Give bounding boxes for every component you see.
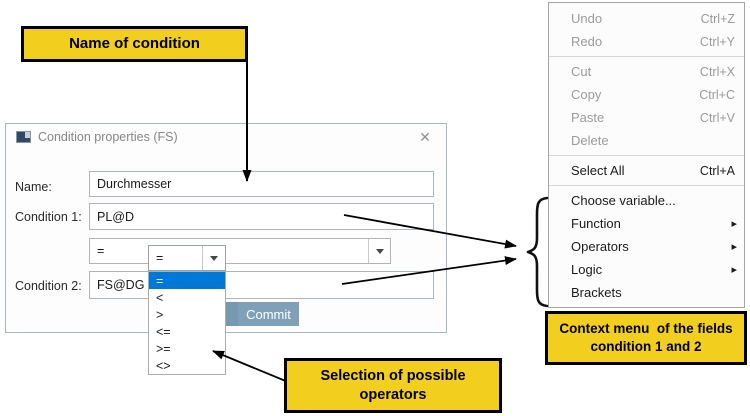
menu-item-copy: Copy Ctrl+C <box>549 83 744 106</box>
dialog-title: Condition properties (FS) <box>38 130 178 144</box>
curly-brace <box>526 196 549 308</box>
callout-operators-line2: operators <box>359 386 427 403</box>
menu-item-redo: Redo Ctrl+Y <box>549 30 744 53</box>
operator-option[interactable]: <> <box>156 358 171 373</box>
menu-item-label: Brackets <box>571 285 622 300</box>
menu-shortcut: Ctrl+C <box>699 87 735 102</box>
combo-open-dropdown-button[interactable] <box>202 246 225 270</box>
submenu-arrow-icon: ▸ <box>731 264 737 276</box>
menu-item-label: Paste <box>571 110 605 125</box>
operator-combo-value: = <box>97 244 105 258</box>
menu-item-undo: Undo Ctrl+Z <box>549 7 744 30</box>
condition1-input[interactable] <box>89 203 434 230</box>
menu-item-label: Copy <box>571 87 602 102</box>
callout-context-line1: Context menu of the fields <box>559 321 733 337</box>
condition2-input[interactable] <box>89 271 434 299</box>
menu-item-function[interactable]: Function ▸ <box>549 212 744 235</box>
callout-context-menu: Context menu of the fields condition 1 a… <box>545 311 747 365</box>
menu-item-choose-variable[interactable]: Choose variable... <box>549 189 744 212</box>
menu-item-label: Redo <box>571 34 603 49</box>
menu-item-delete: Delete <box>549 129 744 152</box>
menu-shortcut: Ctrl+X <box>699 64 735 79</box>
operator-option[interactable]: > <box>156 307 164 322</box>
menu-separator <box>549 155 744 156</box>
operator-option[interactable]: = <box>149 272 225 289</box>
menu-shortcut: Ctrl+Y <box>699 34 735 49</box>
menu-item-label: Cut <box>571 64 592 79</box>
menu-item-select-all[interactable]: Select All Ctrl+A <box>549 159 744 182</box>
dialog-titlebar: Condition properties (FS) ✕ <box>6 124 446 150</box>
menu-shortcut: Ctrl+V <box>699 110 735 125</box>
context-menu: Undo Ctrl+Z Redo Ctrl+Y Cut Ctrl+X Copy Ctrl+C P… <box>548 2 745 308</box>
chevron-down-icon <box>375 248 384 254</box>
callout-context-line2: condition 1 and 2 <box>590 339 702 354</box>
callout-name-of-condition: Name of condition <box>21 26 248 62</box>
menu-separator <box>549 56 744 57</box>
callout-name-text: Name of condition <box>69 35 200 53</box>
operator-option[interactable]: <= <box>156 324 171 339</box>
menu-item-logic[interactable]: Logic ▸ <box>549 258 744 281</box>
condition1-label: Condition 1: <box>15 210 82 224</box>
submenu-arrow-icon: ▸ <box>731 218 737 230</box>
condition2-label: Condition 2: <box>15 279 82 293</box>
menu-item-label: Choose variable... <box>571 193 676 208</box>
operator-option[interactable]: >= <box>156 341 171 356</box>
submenu-arrow-icon: ▸ <box>731 241 737 253</box>
menu-item-brackets[interactable]: Brackets <box>549 281 744 304</box>
operator-options-list: =<><=>=<> <box>148 271 226 375</box>
menu-separator <box>549 185 744 186</box>
menu-shortcut: Ctrl+A <box>699 163 735 178</box>
menu-item-operators[interactable]: Operators ▸ <box>549 235 744 258</box>
chevron-down-icon <box>210 255 218 261</box>
commit-button[interactable]: Commit <box>238 302 299 326</box>
operator-combo-open-value: = <box>156 251 164 265</box>
callout-operators-line1: Selection of possible <box>320 367 466 384</box>
menu-item-label: Undo <box>571 11 603 26</box>
menu-item-label: Function <box>571 216 621 231</box>
condition-properties-dialog: Condition properties (FS) ✕ Name: Condit… <box>5 123 447 333</box>
menu-item-label: Select All <box>571 163 625 178</box>
operator-option[interactable]: < <box>156 290 164 305</box>
name-input[interactable] <box>89 171 434 197</box>
close-icon[interactable]: ✕ <box>419 128 431 145</box>
menu-item-label: Logic <box>571 262 603 277</box>
menu-item-paste: Paste Ctrl+V <box>549 106 744 129</box>
menu-shortcut: Ctrl+Z <box>700 11 735 26</box>
name-label: Name: <box>15 180 52 194</box>
operator-combo-open[interactable]: = <box>148 245 226 271</box>
operator-combo[interactable]: = <box>89 238 391 264</box>
callout-selection-of-operators: Selection of possible operators <box>284 358 502 413</box>
combo-dropdown-button[interactable] <box>368 239 390 263</box>
menu-item-label: Delete <box>571 133 609 148</box>
menu-item-cut: Cut Ctrl+X <box>549 60 744 83</box>
form-icon <box>16 131 31 143</box>
menu-item-label: Operators <box>571 239 629 254</box>
